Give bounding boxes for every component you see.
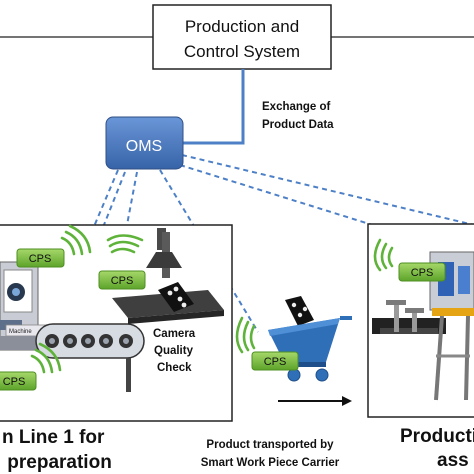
cps-tag-4: CPS xyxy=(251,351,299,371)
machine-illustration: Machine xyxy=(0,261,47,351)
line2-caption-line1: Producti xyxy=(400,426,474,447)
line1-caption-line1: n Line 1 for xyxy=(2,427,105,448)
camera-station xyxy=(112,228,224,324)
camera-label-line2: Quality xyxy=(154,345,194,357)
camera-label-line3: Check xyxy=(157,362,192,374)
pcs-title-line1: Production and xyxy=(185,17,299,36)
cps-tag-5: CPS xyxy=(398,262,446,282)
wireless-waves xyxy=(30,224,394,374)
transport-caption-line1: Product transported by xyxy=(206,439,334,451)
cps-tag-2-label: CPS xyxy=(111,275,134,287)
smart-work-piece-carrier xyxy=(268,296,352,406)
exchange-label-line1: Exchange of xyxy=(262,101,331,113)
exchange-link xyxy=(183,69,245,145)
cps-tag-2: CPS xyxy=(98,270,146,290)
exchange-label-line2: Product Data xyxy=(262,119,334,131)
oms-label: OMS xyxy=(126,138,162,155)
cps-tag-3: CPS xyxy=(0,371,37,391)
cps-tag-3-label: CPS xyxy=(3,376,26,388)
camera-label-line1: Camera xyxy=(153,328,196,340)
production-control-system-box: Production and Control System xyxy=(152,4,332,70)
oms-box: OMS xyxy=(105,116,184,170)
cps-tag-4-label: CPS xyxy=(264,356,287,368)
cps-tag-1: CPS xyxy=(16,248,65,268)
cps-tag-5-label: CPS xyxy=(411,267,434,279)
transport-caption-line2: Smart Work Piece Carrier xyxy=(201,457,340,469)
line2-caption-line2: ass xyxy=(437,450,469,471)
conveyor-belt xyxy=(35,323,145,392)
line1-caption-line2: preparation xyxy=(2,452,112,473)
cps-tag-1-label: CPS xyxy=(29,253,52,265)
pcs-title-line2: Control System xyxy=(184,42,300,61)
machine-label: Machine xyxy=(9,329,32,335)
